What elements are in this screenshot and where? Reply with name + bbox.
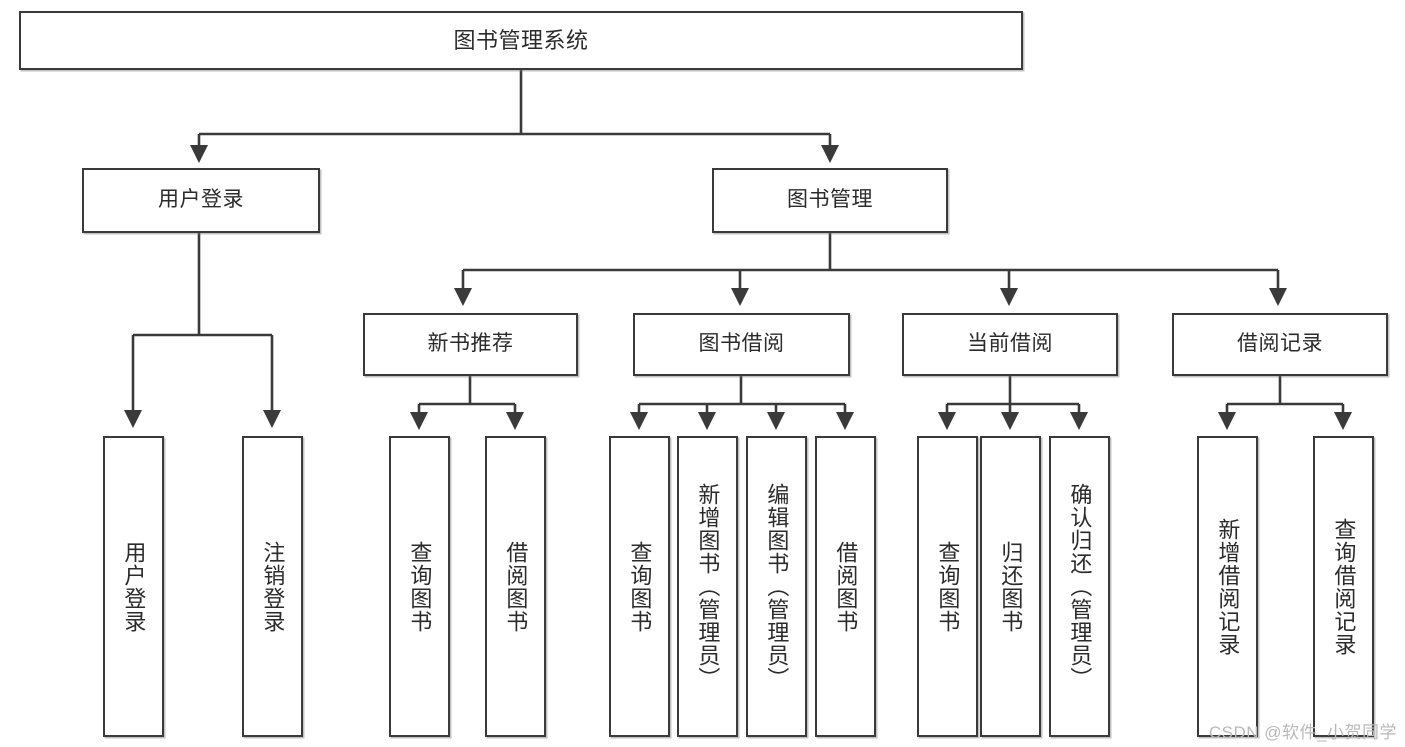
node-label: 归还图书 xyxy=(998,540,1024,633)
node-label: 查询图书 xyxy=(627,540,653,633)
node-label: 图书管理 xyxy=(787,188,873,212)
node-label: 借阅图书 xyxy=(503,540,529,633)
node-user-login[interactable]: 用户登录 xyxy=(82,168,320,233)
node-borrow-record[interactable]: 借阅记录 xyxy=(1172,313,1388,376)
leaf-edit-book[interactable]: 编辑图书（管理员） xyxy=(746,436,807,737)
node-label: 用户登录 xyxy=(121,540,147,633)
node-label: 新书推荐 xyxy=(427,332,514,356)
node-label: 图书管理系统 xyxy=(453,27,589,53)
node-label: 注销登录 xyxy=(260,540,286,633)
node-label: 当前借阅 xyxy=(967,332,1053,356)
node-new-book-rec[interactable]: 新书推荐 xyxy=(363,313,578,376)
leaf-logout[interactable]: 注销登录 xyxy=(242,436,303,737)
leaf-query-book-rec[interactable]: 查询图书 xyxy=(389,436,450,737)
node-book-manage[interactable]: 图书管理 xyxy=(712,168,948,233)
leaf-confirm-return[interactable]: 确认归还（管理员） xyxy=(1049,436,1110,737)
leaf-return-book[interactable]: 归还图书 xyxy=(980,436,1041,737)
watermark: CSDN @软件_小贺同学 xyxy=(1208,723,1397,742)
leaf-add-book[interactable]: 新增图书（管理员） xyxy=(677,436,738,737)
node-book-borrow[interactable]: 图书借阅 xyxy=(633,313,850,376)
leaf-borrow-book-rec[interactable]: 借阅图书 xyxy=(485,436,546,737)
leaf-borrow-book[interactable]: 借阅图书 xyxy=(815,436,876,737)
node-label: 新增借阅记录 xyxy=(1215,517,1241,656)
node-label: 借阅图书 xyxy=(833,540,859,633)
leaf-query-book-cur[interactable]: 查询图书 xyxy=(917,436,978,737)
node-label: 确认归还（管理员） xyxy=(1067,483,1093,690)
node-label: 借阅记录 xyxy=(1237,332,1323,356)
node-label: 查询借阅记录 xyxy=(1331,517,1357,656)
node-label: 新增图书（管理员） xyxy=(695,483,721,690)
leaf-user-login[interactable]: 用户登录 xyxy=(103,436,164,737)
leaf-query-book-borrow[interactable]: 查询图书 xyxy=(609,436,670,737)
node-root-system[interactable]: 图书管理系统 xyxy=(19,11,1023,70)
node-label: 查询图书 xyxy=(935,540,961,633)
node-label: 图书借阅 xyxy=(698,332,785,356)
node-label: 用户登录 xyxy=(158,188,244,212)
leaf-query-record[interactable]: 查询借阅记录 xyxy=(1313,436,1374,737)
leaf-add-record[interactable]: 新增借阅记录 xyxy=(1197,436,1258,737)
node-current-borrow[interactable]: 当前借阅 xyxy=(902,313,1118,376)
node-label: 查询图书 xyxy=(407,540,433,633)
node-label: 编辑图书（管理员） xyxy=(764,483,790,690)
